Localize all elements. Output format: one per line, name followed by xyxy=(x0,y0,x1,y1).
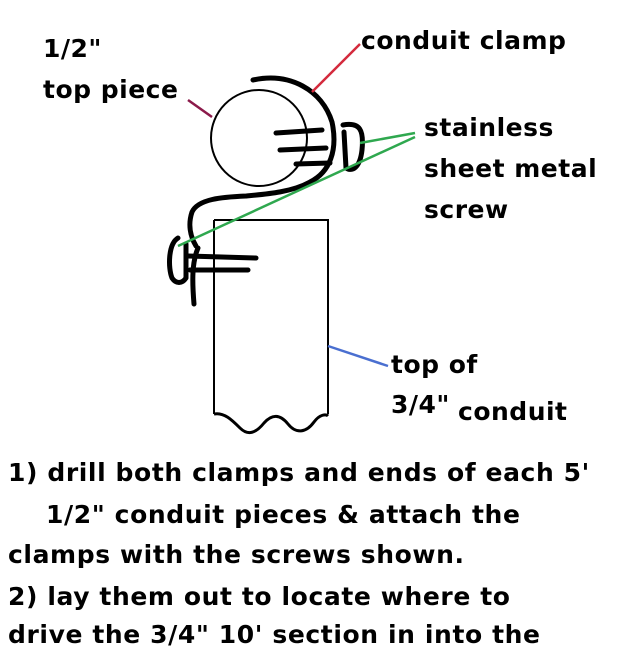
screw-label-line2: sheet metal xyxy=(424,154,598,183)
conduit-top-label: top of xyxy=(391,350,478,379)
clamp-arc xyxy=(187,75,337,249)
instruction-line-4: 2) lay them out to locate where to xyxy=(8,582,511,611)
conduit-size-label: 3/4" xyxy=(391,390,450,419)
clamp-tab-top xyxy=(273,127,333,167)
instruction-line-2: 1/2" conduit pieces & attach the xyxy=(46,500,521,529)
clamp-screw-head-bottom xyxy=(167,235,189,285)
screw-label-line1: stainless xyxy=(424,113,554,142)
conduit-clamp-label: conduit clamp xyxy=(361,26,567,55)
clamp-screw-head-top xyxy=(340,121,365,172)
top-piece-size-label: 1/2" xyxy=(43,34,102,63)
screw-label-line3: screw xyxy=(424,195,509,224)
instruction-line-3: clamps with the screws shown. xyxy=(8,540,465,569)
instruction-line-1: 1) drill both clamps and ends of each 5' xyxy=(8,458,590,487)
clamp-tab-bottom xyxy=(185,253,259,273)
clamp-leader xyxy=(311,43,361,93)
conduit-diagram xyxy=(167,43,416,435)
instruction-line-5: drive the 3/4" 10' section in into the xyxy=(8,620,541,649)
conduit-leader xyxy=(327,344,389,368)
conduit-cut-edge xyxy=(213,412,330,435)
conduit-word-label: conduit xyxy=(458,397,568,426)
top-piece-circle xyxy=(210,89,308,187)
screw-leader-bottom xyxy=(177,135,416,248)
conduit-outline xyxy=(214,219,329,414)
top-piece-name-label: top piece xyxy=(43,75,179,104)
screw-leader-top xyxy=(359,131,416,145)
top-piece-leader xyxy=(187,98,213,119)
